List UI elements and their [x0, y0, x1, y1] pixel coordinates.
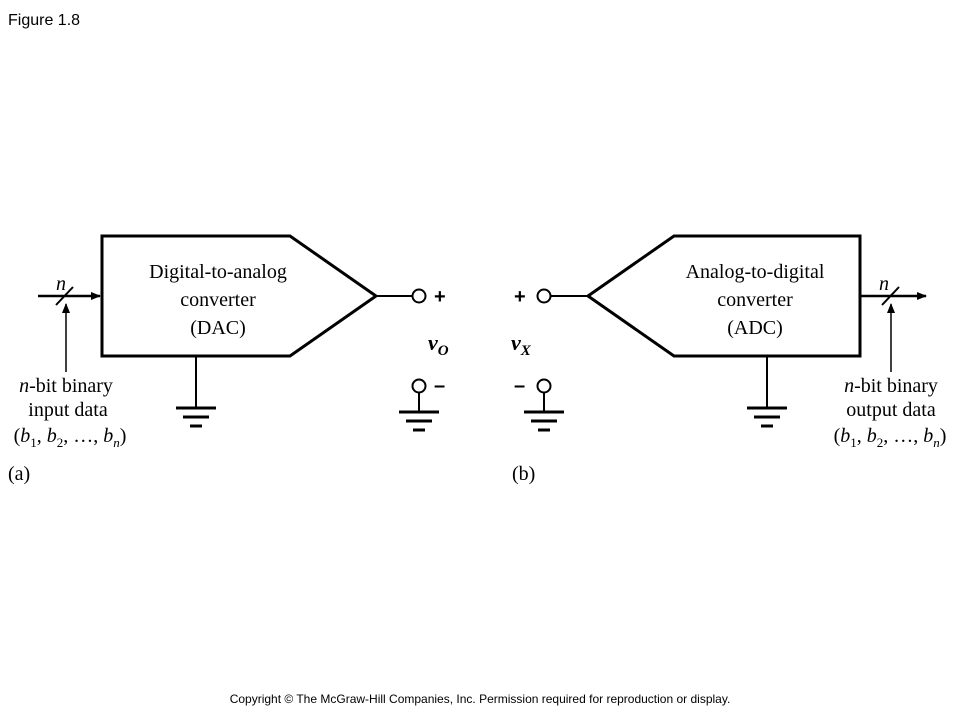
dac-output-ground — [399, 393, 439, 432]
adc-output-caption-line1: n-bit binary — [844, 375, 938, 397]
adc-section: Analog-to-digital converter (ADC) + vX –… — [511, 234, 947, 485]
dac-block-ground — [176, 356, 216, 428]
dac-block — [100, 234, 379, 358]
adc-bus-label: n — [879, 273, 889, 295]
adc-input-ground — [524, 393, 564, 432]
dac-minus-sign: – — [434, 375, 445, 397]
adc-input-terminal-plus — [536, 288, 552, 304]
panel-label-b: (b) — [512, 463, 535, 485]
adc-title-line1: Analog-to-digital — [686, 261, 825, 283]
dac-output-terminal-plus — [411, 288, 427, 304]
adc-minus-sign: – — [514, 375, 525, 397]
adc-title-line2: converter — [717, 289, 793, 311]
dac-title-line2: converter — [180, 289, 256, 311]
adc-bits-tuple: (b1, b2, …, bn) — [834, 425, 947, 450]
dac-bus-label: n — [56, 273, 66, 295]
dac-output-terminal-minus — [411, 378, 427, 394]
adc-input-terminal-minus — [536, 378, 552, 394]
adc-input-variable: vX — [511, 330, 532, 359]
dac-input-caption-line2: input data — [28, 399, 108, 421]
dac-bits-tuple: (b1, b2, …, bn) — [14, 425, 127, 450]
dac-title-line1: Digital-to-analog — [149, 261, 287, 283]
adc-output-caption-line2: output data — [846, 399, 936, 421]
adc-block-ground — [747, 356, 787, 428]
panel-label-a: (a) — [8, 463, 30, 485]
adc-title-line3: (ADC) — [727, 317, 783, 339]
adc-plus-sign: + — [514, 286, 526, 308]
adc-bus-slash — [881, 286, 900, 306]
dac-title-line3: (DAC) — [190, 317, 246, 339]
figure-label: Figure 1.8 — [8, 12, 81, 29]
copyright-notice: Copyright © The McGraw-Hill Companies, I… — [229, 692, 731, 706]
dac-output-variable: vO — [428, 330, 449, 359]
dac-plus-sign: + — [434, 286, 446, 308]
dac-bus-slash — [55, 286, 74, 306]
dac-input-caption-line1: n-bit binary — [19, 375, 113, 397]
dac-section: Digital-to-analog converter (DAC) n n-bi… — [8, 234, 449, 485]
